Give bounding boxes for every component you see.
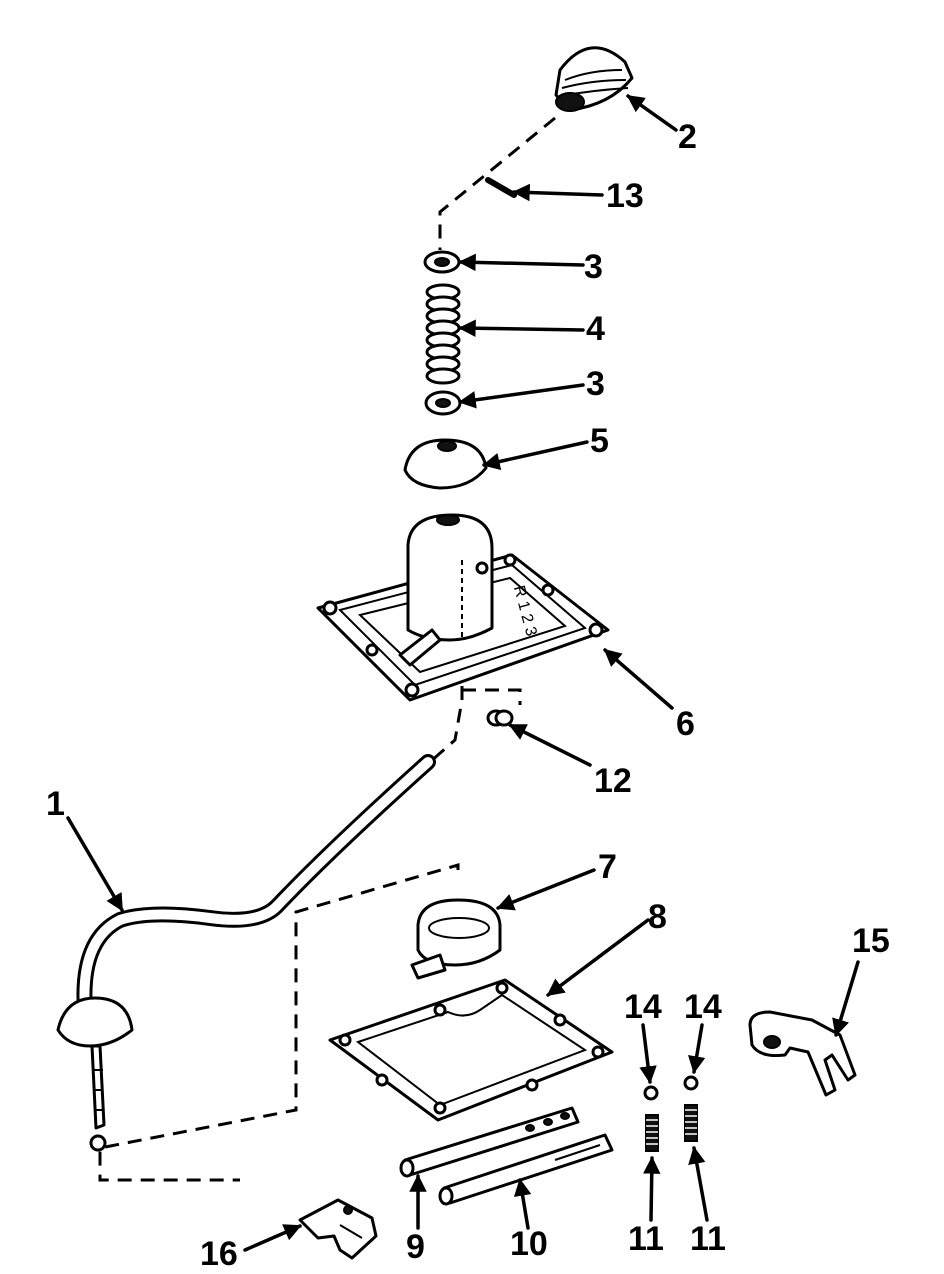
roll-pin — [485, 177, 517, 198]
callout-11-right: 11 — [690, 1220, 726, 1258]
spring — [425, 283, 461, 385]
callout-14-left: 14 — [624, 988, 662, 1026]
callout-16: 16 — [200, 1235, 238, 1273]
callout-3-upper: 3 — [584, 248, 603, 286]
callout-6: 6 — [676, 705, 695, 743]
spring-seat-upper — [423, 250, 461, 274]
leader-arrows — [66, 94, 860, 1252]
gasket — [328, 978, 614, 1122]
shift-lever — [56, 754, 436, 1152]
callout-3-lower: 3 — [586, 365, 605, 403]
callout-14-right: 14 — [684, 988, 722, 1026]
callout-13: 13 — [606, 177, 644, 215]
callout-9: 9 — [406, 1228, 425, 1266]
detent-ball-left — [643, 1085, 659, 1101]
dome-cap — [403, 438, 488, 490]
callout-10: 10 — [510, 1225, 548, 1263]
shift-fork — [748, 1010, 857, 1097]
callout-12: 12 — [594, 762, 632, 800]
callout-7: 7 — [598, 848, 617, 886]
callout-15: 15 — [852, 922, 890, 960]
callout-5: 5 — [590, 422, 609, 460]
plug — [486, 709, 514, 727]
spring-seat-lower — [424, 390, 462, 416]
shift-lug — [298, 1198, 378, 1260]
callout-2: 2 — [678, 118, 697, 156]
callout-labels: 2 13 3 4 3 5 6 12 1 7 8 15 14 14 11 11 1… — [46, 118, 890, 1273]
shift-cover: R 1 2 3 — [316, 513, 610, 702]
detent-spring-left — [645, 1114, 659, 1152]
shift-rail-upper — [399, 1106, 580, 1178]
shift-rail-lower — [438, 1133, 614, 1206]
detent-spring-right — [684, 1104, 698, 1142]
clamp-bracket — [410, 898, 502, 980]
detent-ball-right — [683, 1075, 699, 1091]
assembly-center-lines — [98, 116, 556, 1182]
callout-8: 8 — [648, 898, 667, 936]
shift-knob — [554, 46, 634, 112]
callout-4: 4 — [586, 310, 605, 348]
callout-11-left: 11 — [628, 1220, 664, 1258]
callout-1: 1 — [46, 785, 65, 823]
